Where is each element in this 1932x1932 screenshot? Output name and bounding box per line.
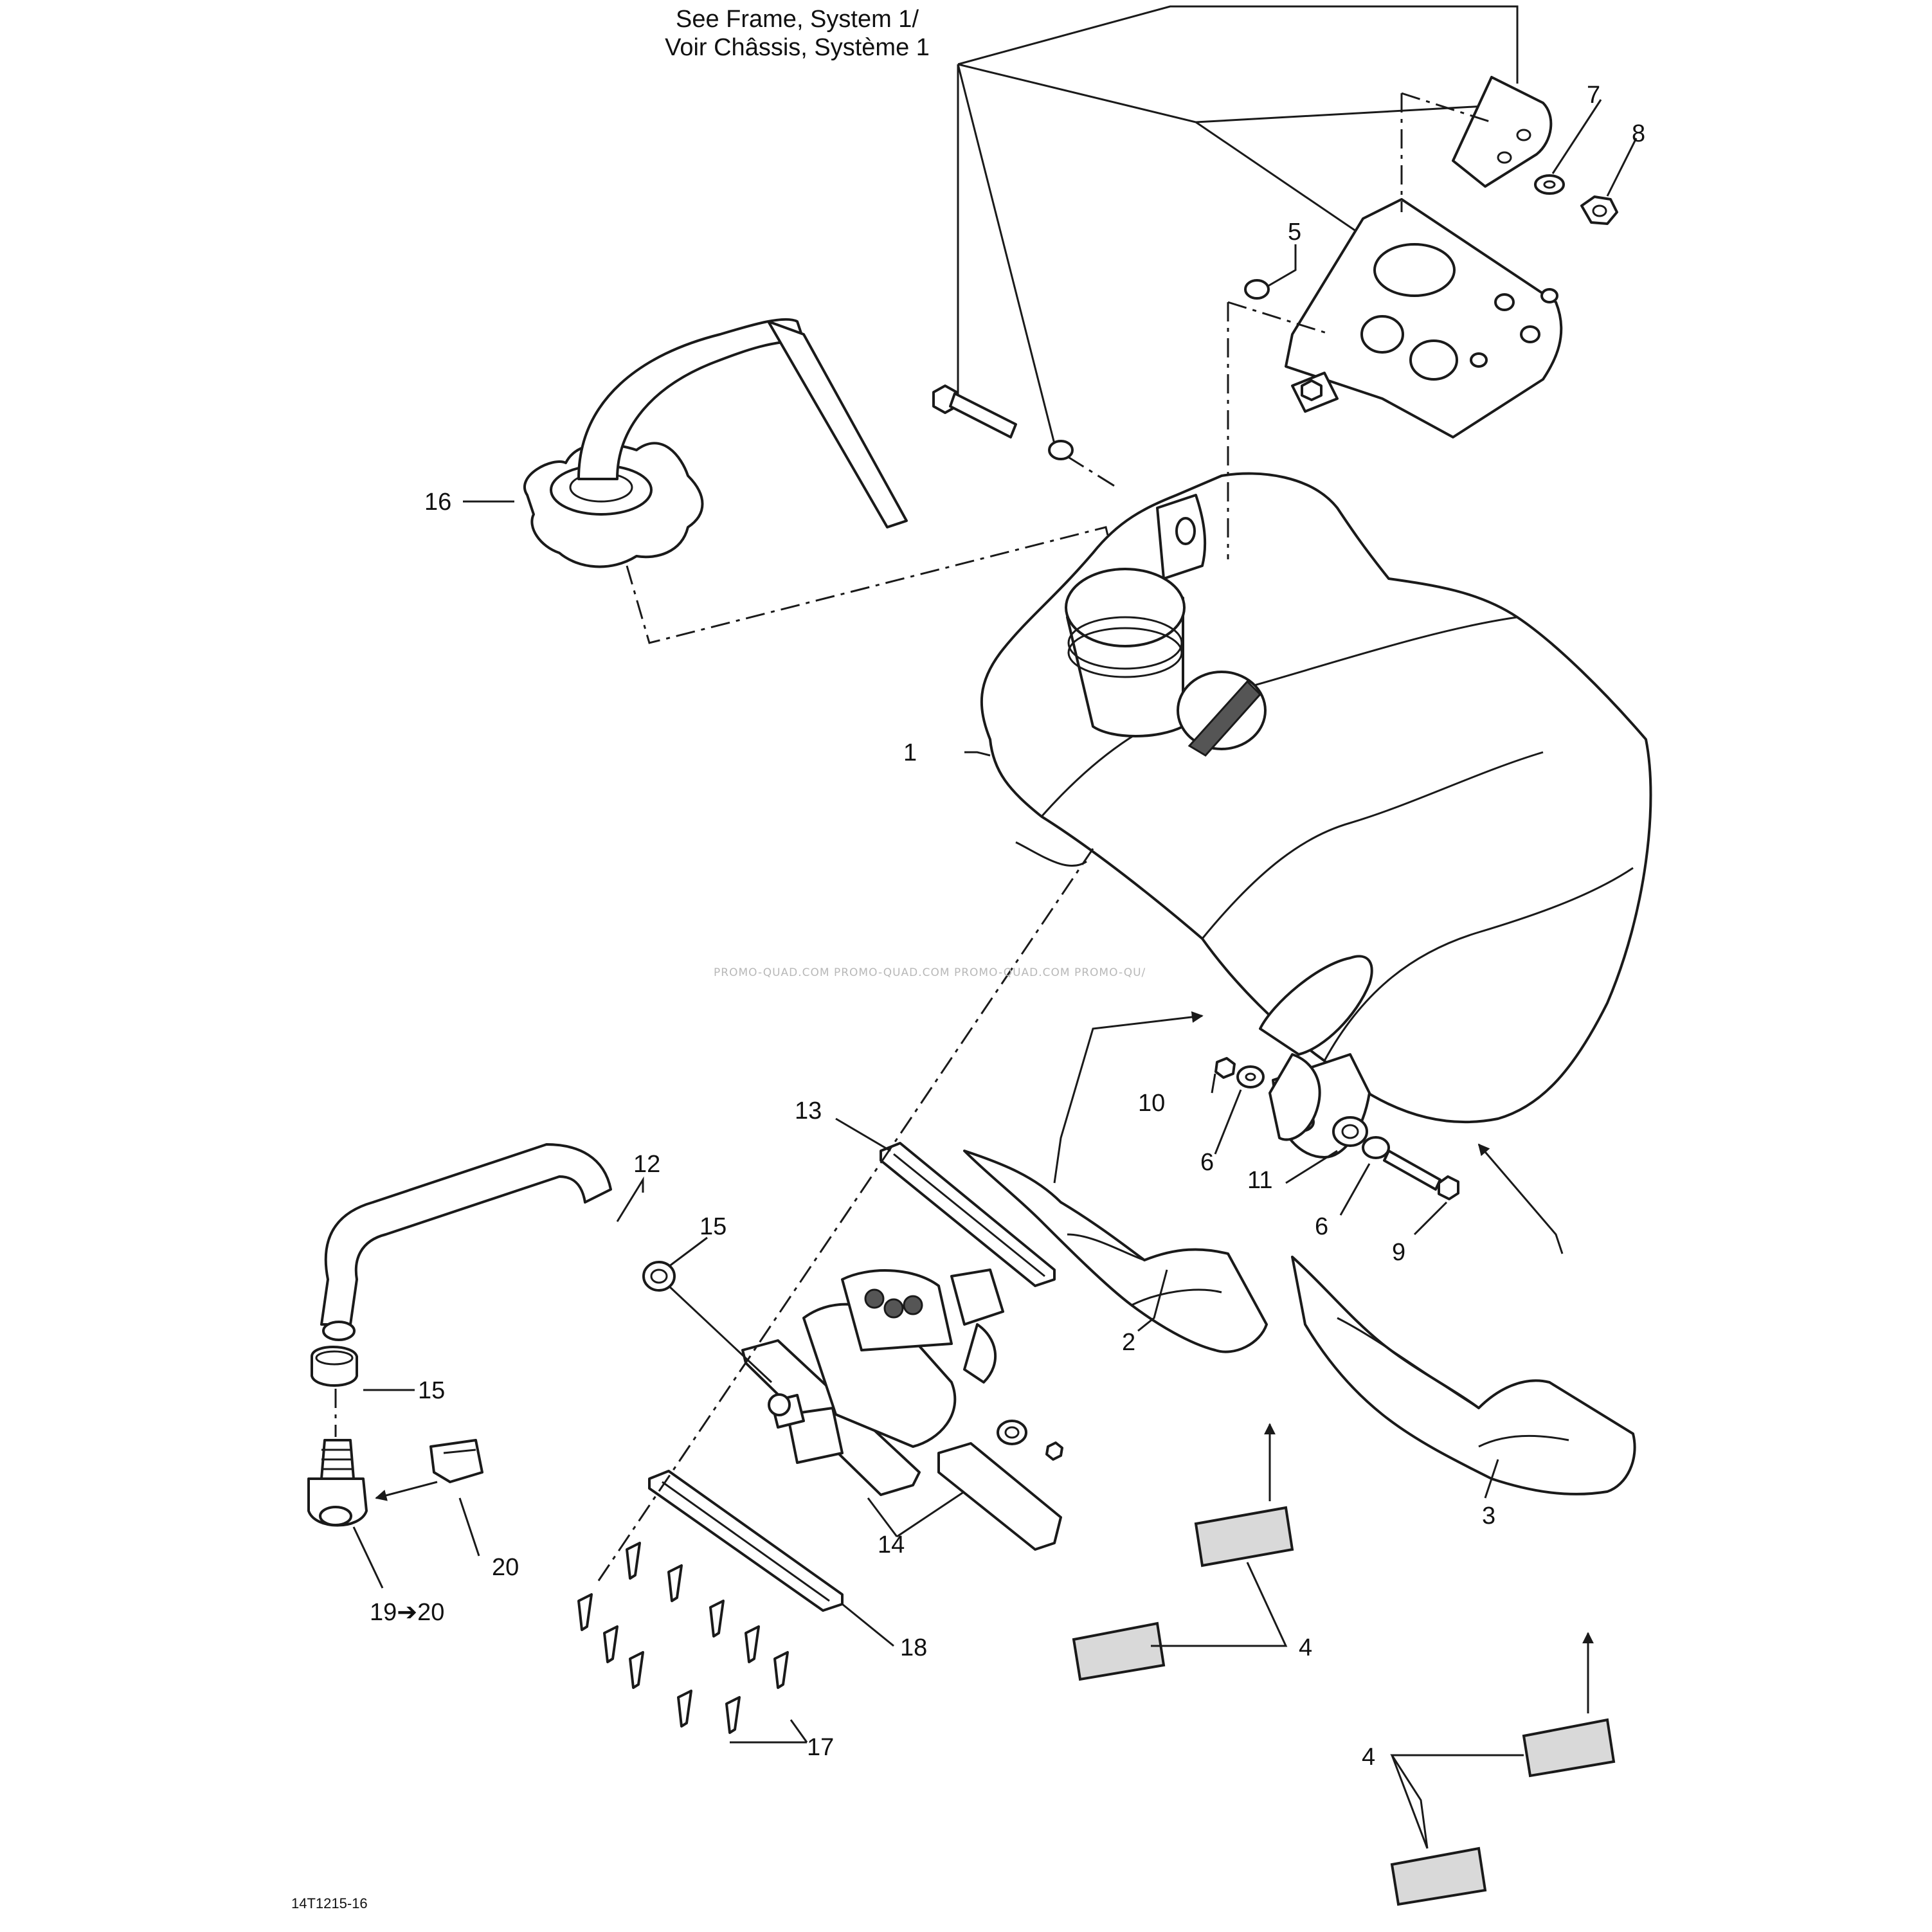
callout-15-lower: 15 (418, 1377, 445, 1404)
spacer-5 (1244, 279, 1270, 300)
callout-19-to-20: 19➔20 (370, 1599, 444, 1626)
upper-bracket-plate (1452, 76, 1553, 188)
pad-4-c (1522, 1718, 1616, 1778)
tank-front-bracket (1285, 198, 1563, 438)
callout-16: 16 (424, 489, 451, 516)
connector-clip-20 (429, 1439, 483, 1483)
callout-17: 17 (807, 1734, 834, 1761)
callout-7: 7 (1587, 82, 1600, 109)
callout-12: 12 (633, 1151, 660, 1178)
callout-8: 8 (1632, 120, 1645, 147)
callout-4-lower: 4 (1299, 1634, 1312, 1661)
callout-14: 14 (878, 1531, 905, 1558)
callout-20: 20 (492, 1554, 519, 1581)
bracket-washer (1048, 440, 1074, 460)
callout-6-lower: 6 (1315, 1213, 1328, 1240)
fuel-cap (523, 318, 908, 568)
pump-alignment-line (597, 848, 1094, 1582)
pad-4-a (1194, 1506, 1294, 1567)
gasket-13 (880, 1142, 1056, 1287)
nut-8 (1580, 195, 1618, 225)
washer-7 (1534, 174, 1565, 195)
callout-18: 18 (900, 1634, 927, 1661)
pump-connector-clip (997, 1420, 1063, 1461)
watermark: PROMO-QUAD.COM PROMO-QUAD.COM PROMO-QUAD… (714, 966, 1146, 979)
figure-id: 14T1215-16 (291, 1895, 368, 1911)
callout-2: 2 (1122, 1329, 1135, 1356)
fuel-pump-module (741, 1268, 1004, 1496)
grommet-11 (1332, 1116, 1368, 1147)
tank-guard-right (1291, 1256, 1636, 1495)
fuel-pump-sensor (937, 1442, 1062, 1551)
pump-screws (577, 1542, 789, 1734)
header-line-1: See Frame, System 1/ (676, 6, 919, 33)
washer-6-upper (1236, 1065, 1265, 1088)
callout-10: 10 (1138, 1090, 1165, 1117)
washer-6-lower (1362, 1136, 1390, 1159)
hose-clamp-15-lower (311, 1346, 358, 1387)
callout-1: 1 (903, 739, 917, 766)
callout-6-upper: 6 (1200, 1149, 1214, 1176)
fuel-hose-12 (320, 1143, 612, 1341)
nut-10 (1214, 1057, 1236, 1079)
callout-15-upper: 15 (700, 1213, 727, 1240)
bolt-9 (1383, 1150, 1459, 1200)
callout-leaders (352, 99, 1638, 1849)
pad-4-d (1390, 1846, 1487, 1906)
callout-13: 13 (795, 1097, 822, 1124)
fuel-tank (980, 472, 1652, 1159)
tank-lower-mount-tab (1268, 1053, 1321, 1141)
header-line-2: Voir Châssis, Système 1 (665, 34, 930, 61)
tank-guard-left (963, 1150, 1268, 1353)
bracket-bolt (932, 384, 1017, 438)
pad-4-b (1072, 1621, 1166, 1681)
callout-5: 5 (1288, 219, 1301, 246)
callout-3: 3 (1482, 1503, 1495, 1530)
callout-9: 9 (1392, 1239, 1405, 1266)
frame-reference-lines (957, 5, 1519, 444)
callout-4-right: 4 (1362, 1744, 1375, 1771)
quick-connector-19 (307, 1439, 368, 1527)
hose-clamp-15-upper (642, 1261, 676, 1292)
callout-11: 11 (1247, 1167, 1272, 1194)
